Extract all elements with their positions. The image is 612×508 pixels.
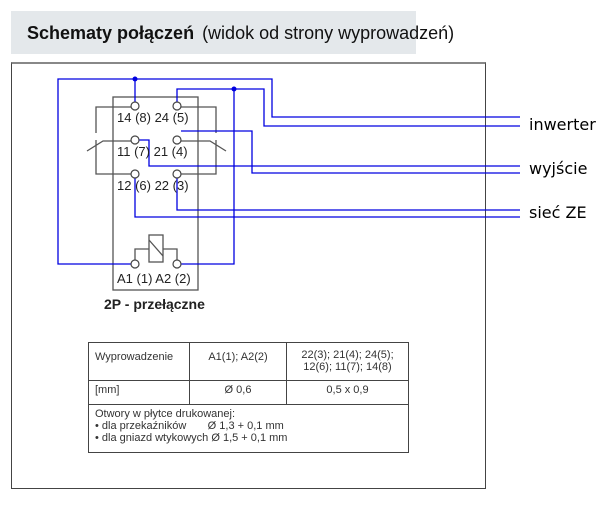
wire-inwerter-1 [57,78,520,265]
note-line: • dla gniazd wtykowych Ø 1,5 + 0,1 mm [95,432,288,444]
wire-inwerter-2 [176,88,520,265]
diagram-frame [11,62,486,489]
pin-list-line: 12(6); 11(7); 14(8) [303,361,392,373]
pin-label-row3: 12 (6) 22 (3) [117,178,189,193]
terminals [130,101,182,269]
label-inwerter: inwerter [529,115,596,134]
table-cell: Ø 0,6 [189,380,287,405]
table-cell: 22(3); 21(4); 24(5);12(6); 11(7); 14(8) [286,342,409,381]
pin-list-line: 22(3); 21(4); 24(5); [301,349,394,361]
label-wyjscie: wyjście [529,159,587,178]
table-row: Otwory w płytce drukowanej:• dla przekaź… [88,404,409,453]
note-line: • dla przekaźników Ø 1,3 + 0,1 mm [95,420,284,432]
table-cell: [mm] [88,380,190,405]
header-subtitle: (widok od strony wyprowadzeń) [202,23,455,43]
pin-label-coil: A1 (1) A2 (2) [117,271,191,286]
table-notes: Otwory w płytce drukowanej:• dla przekaź… [88,404,409,453]
table-row: [mm] Ø 0,6 0,5 x 0,9 [88,380,409,405]
label-siec-ze: sieć ZE [529,203,587,222]
table-cell: 0,5 x 0,9 [286,380,409,405]
contact-right [181,106,227,175]
wire-wyjscie-1 [181,130,520,174]
wire-siec-1 [176,178,520,211]
junction-dot [132,76,138,82]
pin-label-row2: 11 (7) 21 (4) [117,144,188,159]
relay-type-label: 2P - przełączne [104,296,205,312]
pin-label-row1: 14 (8) 24 (5) [117,110,189,125]
table-cell: A1(1); A2(2) [189,342,287,381]
junction-dot [231,86,237,92]
note-line: Otwory w płytce drukowanej: [95,408,235,420]
pin-spec-table: Wyprowadzenie A1(1); A2(2) 22(3); 21(4);… [88,342,409,453]
wire-wyjscie-2 [139,139,520,167]
table-row: Wyprowadzenie A1(1); A2(2) 22(3); 21(4);… [88,342,409,381]
wire-siec-2 [134,178,520,218]
table-cell: Wyprowadzenie [88,342,190,381]
relay-body [112,96,199,291]
header-title: Schematy połączeń [27,23,195,43]
section-header: Schematy połączeń (widok od strony wyprow… [11,11,454,54]
relay-symbol [86,96,227,291]
contact-left [86,106,131,175]
